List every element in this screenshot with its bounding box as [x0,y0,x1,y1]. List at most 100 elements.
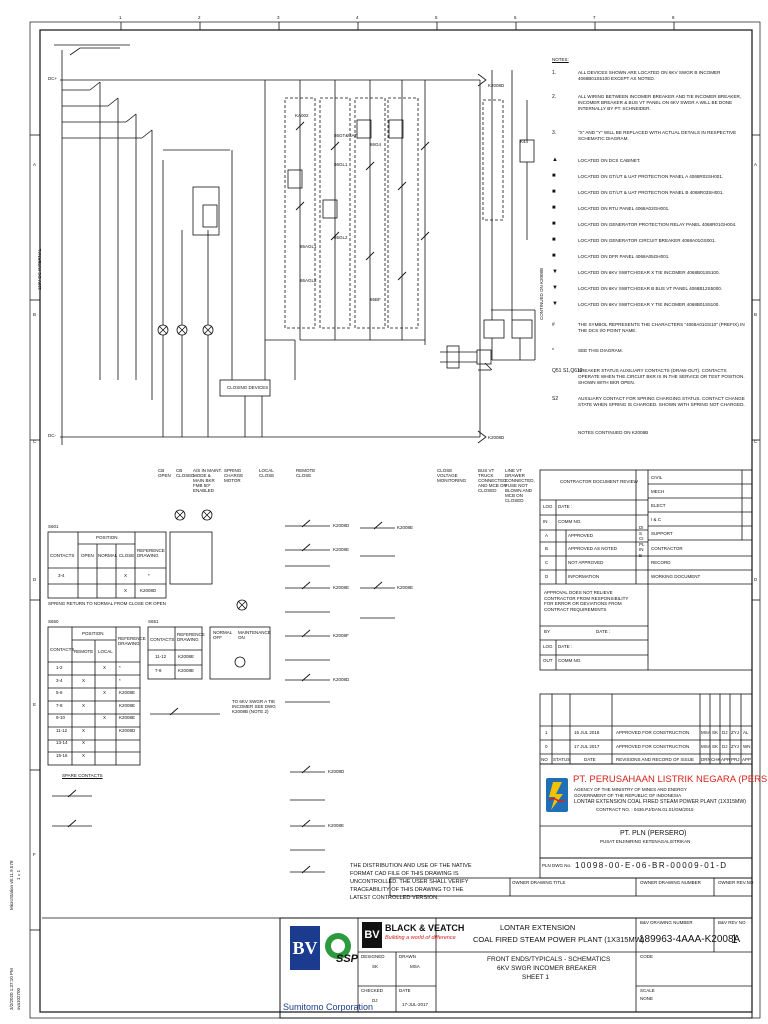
rev-h-desc: REVISIONS AND RECORD OF ISSUE [616,757,695,762]
note-number: 3. [552,130,557,136]
review-log-label: LOG [543,504,553,509]
pln-dwg-no: 10098-00-E-06-BR-00009-01-D [575,861,728,870]
relay-label-4: 86GL1 [334,162,348,167]
relay-label-2: 86GT&UAT [334,133,357,138]
s650-cell: X [82,752,86,758]
owner-project: LONTAR EXTENSION COAL FIRED STEAM POWER … [574,799,746,805]
rev-h-drn: DRN [701,757,711,762]
note-text: THE SYMBOL REPRESENTS THE CHARACTERS "40… [578,322,745,333]
rev0-drn: MSA [701,744,711,749]
local-close-label: LOCAL CLOSE [259,468,275,478]
owner-dwg-no-label: OWNER DRAWING NUMBER [640,880,701,885]
closing-devices-label: CLOSING DEVICES [227,385,269,390]
review-in-label: IN [543,519,548,524]
terminal-ref-9: K2008E [328,823,345,828]
owner-contract: CONTRACT NO. : 0436.PJ/DAN.01.01/GM/2015 [596,807,694,812]
stamp-line1: MicroStation v8.11.9.578 [9,860,14,910]
column-4: 4 [356,15,359,20]
s650-cell: X [82,727,86,733]
note-text: LOCATED ON GT/UT & UAT PROTECTION PANEL … [578,174,724,179]
note-text: SEE THIS DIAGRAM. [578,348,623,353]
relay-label-9: K44 [520,139,529,144]
bv-brand: BLACK & VEATCH [385,923,465,933]
row-a-left: A [33,162,37,167]
terminal-ref-8: K2008D [328,769,345,774]
column-5: 5 [435,15,438,20]
note-text: ALL DEVICES SHOWN ARE LOCATED ON 6KV SWG… [578,70,721,81]
rev1-drn: MSA [701,730,711,735]
s650-position: POSITION [82,631,104,636]
rev0-chk: SK [712,744,719,749]
status-d-label: INFORMATION [568,574,600,579]
sumitomo-logo-icon: BV [290,926,320,970]
s650-cell: * [119,665,121,670]
s650-cell: 9-10 [56,715,66,720]
column-3: 3 [277,15,280,20]
stamp-line3: 3/2/2020 1:37:10 PM [9,968,14,1010]
triangle-down-symbol-icon: ▼ [552,285,558,291]
row-c-right: C [754,439,758,444]
terminal-ref-1: K2008D [333,523,350,528]
s650-cell: X [82,702,86,708]
triangle-symbol-icon: ▲ [552,157,558,163]
rev1-date: 15 JUL 2018 [574,730,600,735]
owner-dwg-title-label: OWNER DRAWING TITLE [512,880,566,885]
review-date2-label: DATE : [558,644,573,649]
s650-cell: 13-14 [56,740,68,745]
remote-close-label: REMOTE CLOSE [296,468,316,478]
review-by-label: BY [544,629,551,634]
s651-r1-c2: K2008E [178,654,195,659]
s601-h-close: CLOSE [119,553,135,558]
project-line2: COAL FIRED STEAM POWER PLANT (1X315MW) [473,935,645,944]
title-line3: SHEET 1 [522,974,549,981]
triangle-down-symbol-icon: ▼ [552,269,558,275]
square-symbol-icon: ■ [552,173,556,179]
review-by-date: DATE : [596,629,611,634]
drawn-label: DRAWN [399,954,416,959]
s650-cell: X [103,690,107,695]
owner-name: PT. PERUSAHAAN LISTRIK NEGARA (PERSERO) [573,774,768,785]
to-swgr-note: TO 6KV SWGR A TIE INCOMER SEE DWG K2008B… [232,699,276,714]
date-label: DATE [399,988,411,993]
row-e-left: E [33,702,37,707]
note-number: # [552,322,555,328]
row-d-right: D [754,577,758,582]
review-title: CONTRACTOR DOCUMENT REVIEW [560,479,638,484]
rev0-no: 0 [545,744,548,749]
note-text: LOCATED ON DFR PANEL 4068A05GH001. [578,254,670,259]
s650-cell: 7-8 [56,702,63,708]
s650-cell: 11-12 [56,727,68,733]
bv-rev-label: B&V REV NO [718,920,746,925]
close-voltage-label: CLOSE VOLTAGE MONITORING [437,468,467,483]
s650-cell: 1-2 [56,665,63,670]
discipline-support: SUPPORT [651,531,673,536]
ssp-logo-icon: SSP [322,930,358,966]
scale-value: NONE [640,996,654,1001]
owner-agency: AGENCY OF THE MINISTRY OF MINES AND ENER… [574,787,687,792]
review-log2-label: LOG [543,644,553,649]
s650-cell: X [103,715,107,720]
project-line1: LONTAR EXTENSION [500,923,576,932]
owner-government: GOVERNMENT OF THE REPUBLIC OF INDONESIA [574,793,682,798]
note-number: S2 [552,396,559,402]
row-b-right: B [754,312,758,317]
rev-h-date: DATE [584,757,596,762]
discipline-ic: I & C [651,517,662,522]
status-d-code: D [545,574,549,579]
square-symbol-icon: ■ [552,253,556,259]
status-a-code: A [545,533,549,538]
note-text: NOTES CONTINUED ON K2008B [578,430,649,435]
row-c-left: C [33,439,37,444]
status-b-label: APPROVED AS NOTED [568,546,618,551]
discipline-working: WORKING DOCUMENT [651,574,701,579]
scale-label: SCALE [640,988,655,993]
rev0-date: 17 JUL 2017 [574,744,600,749]
date-value: 17-JUL-2017 [402,1002,429,1007]
column-6: 6 [514,15,517,20]
stamp-line2: 1 = 1 [16,869,21,880]
s650-title: S650 [48,619,59,624]
review-comm2-label: COMM NO. [558,658,582,663]
cb-open-label: CB OPEN [158,468,171,478]
s650-cell: 3-4 [56,677,63,683]
